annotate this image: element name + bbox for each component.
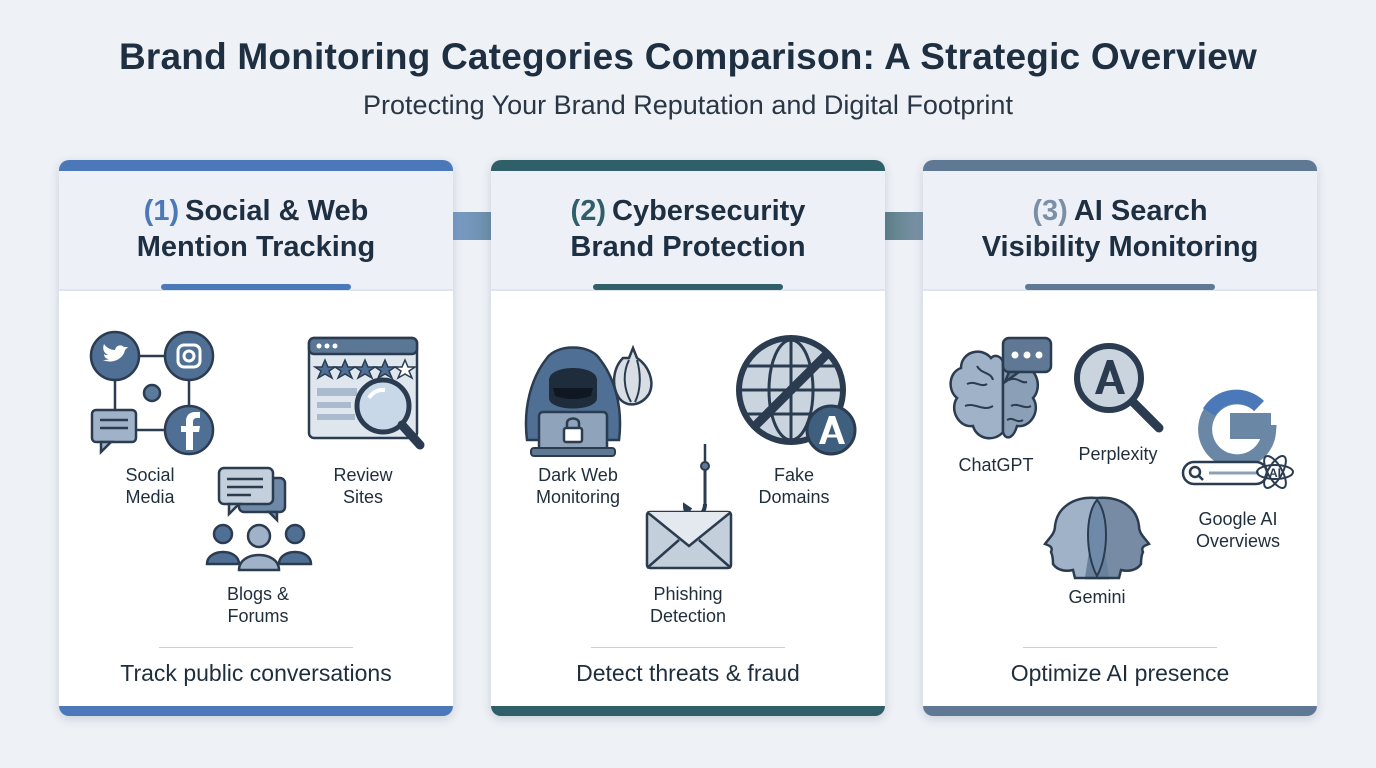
card-title-line2: Visibility Monitoring [981, 231, 1259, 263]
brain-chat-icon [949, 336, 1053, 440]
card-header [923, 171, 1317, 291]
card-title-line1: Social & Web [185, 195, 369, 227]
hacker-icon [524, 344, 653, 457]
item-label-blogs-forums: Blogs &Forums [226, 584, 290, 626]
card-ai-search: (3)AI Search Visibility Monitoring ChatG… [923, 160, 1317, 716]
perplexity-search-icon [1074, 343, 1164, 433]
card-number: (2) [570, 195, 606, 227]
card-underline [1025, 284, 1215, 290]
card-divider [159, 647, 353, 648]
card-title-line2: Brand Protection [570, 231, 806, 263]
card-header [59, 171, 453, 291]
gemini-faces-icon [1043, 496, 1151, 580]
card-title-line1: Cybersecurity [612, 195, 806, 227]
card-cybersecurity: (2)Cybersecurity Brand Protection Dark W… [491, 160, 885, 716]
card-underline [161, 284, 351, 290]
card-divider [591, 647, 785, 648]
card-bottom-bar [923, 706, 1317, 716]
item-label-perplexity: Perplexity [1078, 444, 1158, 464]
connector-1-2 [453, 212, 491, 240]
svg-text:AI: AI [1269, 466, 1281, 480]
item-label-gemini: Gemini [1068, 587, 1126, 607]
card-heading: (2)Cybersecurity Brand Protection [491, 193, 885, 265]
social-network-icon [89, 330, 215, 456]
card-top-bar [923, 160, 1317, 171]
phishing-envelope-icon [645, 444, 733, 570]
google-ai-icon: AI [1181, 389, 1294, 489]
connector-2-3 [885, 212, 923, 240]
item-label-chatgpt: ChatGPT [958, 455, 1034, 475]
forum-people-icon [205, 466, 313, 572]
card-title-line1: AI Search [1073, 195, 1208, 227]
page-subtitle: Protecting Your Brand Reputation and Dig… [363, 90, 1013, 120]
card-divider [1023, 647, 1217, 648]
card-number: (1) [143, 195, 180, 227]
card-title-line2: Mention Tracking [136, 231, 376, 263]
card-top-bar [491, 160, 885, 171]
card-heading: (1)Social & Web Mention Tracking [59, 193, 453, 265]
review-magnifier-icon [307, 336, 425, 450]
card-summary: Detect threats & fraud [576, 660, 800, 686]
blocked-globe-icon [736, 335, 857, 456]
card-header [491, 171, 885, 291]
card-summary: Track public conversations [120, 660, 392, 686]
page-title: Brand Monitoring Categories Comparison: … [119, 36, 1257, 77]
card-bottom-bar [491, 706, 885, 716]
card-heading: (3)AI Search Visibility Monitoring [923, 193, 1317, 265]
card-underline [593, 284, 783, 290]
card-top-bar [59, 160, 453, 171]
card-bottom-bar [59, 706, 453, 716]
card-number: (3) [1032, 195, 1068, 227]
card-summary: Optimize AI presence [1010, 660, 1230, 686]
